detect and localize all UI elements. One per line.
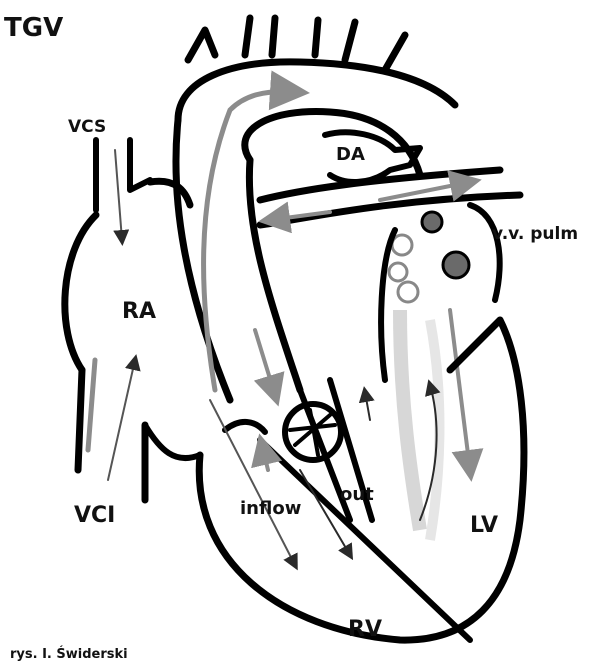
label-inflow: inflow — [240, 498, 301, 519]
inferior-vena-cava — [78, 360, 145, 500]
label-vcs: VCS — [68, 117, 106, 137]
ventricles-outline — [199, 320, 524, 640]
ascending-aorta — [176, 92, 300, 400]
label-lv: LV — [470, 513, 498, 538]
label-rv: RV — [348, 617, 382, 642]
label-vv-pulm: v.v. pulm — [492, 224, 578, 244]
label-ra: RA — [122, 299, 156, 324]
ventricular-septum-muscle — [400, 310, 439, 540]
superior-vena-cava — [96, 140, 150, 240]
label-out: out — [340, 484, 374, 505]
label-da: DA — [336, 144, 365, 165]
pulmonary-veins — [389, 205, 500, 302]
diagram-title: TGV — [4, 13, 63, 43]
image-credit: rys. I. Świderski — [10, 646, 128, 662]
pulmonary-artery — [260, 170, 520, 225]
label-vci: VCI — [74, 503, 115, 528]
